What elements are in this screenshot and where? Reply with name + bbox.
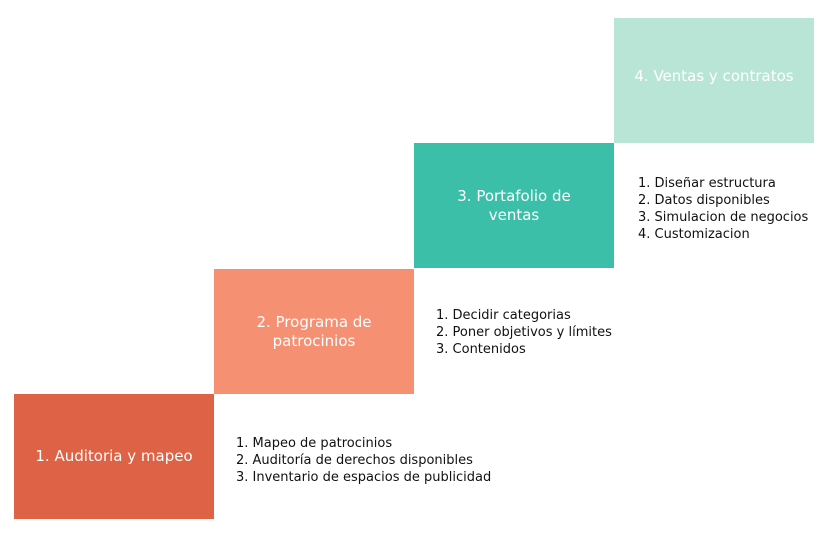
step-2-list: 1. Decidir categorias 2. Poner objetivos… (436, 307, 612, 358)
step-1-title: 1. Auditoria y mapeo (35, 447, 193, 465)
step-4-box: 4. Ventas y contratos (614, 18, 814, 143)
step-2-box: 2. Programa de patrocinios (214, 269, 414, 394)
step-1-box: 1. Auditoria y mapeo (14, 394, 214, 519)
step-1-list: 1. Mapeo de patrocinios 2. Auditoría de … (236, 435, 491, 486)
step-4-title: 4. Ventas y contratos (634, 67, 794, 85)
list-item: 4. Customizacion (638, 227, 750, 242)
step-3-title: 3. Portafolio de ventas (457, 186, 571, 224)
step-3-box: 3. Portafolio de ventas (414, 143, 614, 268)
list-item: 1. Diseñar estructura (638, 176, 776, 191)
step-3-list: 1. Diseñar estructura 2. Datos disponibl… (638, 175, 808, 243)
list-item: 1. Decidir categorias (436, 308, 571, 323)
list-item: 2. Auditoría de derechos disponibles (236, 453, 473, 468)
list-item: 3. Inventario de espacios de publicidad (236, 470, 492, 485)
list-item: 2. Poner objetivos y límites (436, 325, 612, 340)
list-item: 3. Simulacion de negocios (638, 210, 809, 225)
list-item: 2. Datos disponibles (638, 193, 770, 208)
list-item: 1. Mapeo de patrocinios (236, 436, 393, 451)
list-item: 3. Contenidos (436, 342, 526, 357)
step-2-title: 2. Programa de patrocinios (256, 312, 372, 350)
